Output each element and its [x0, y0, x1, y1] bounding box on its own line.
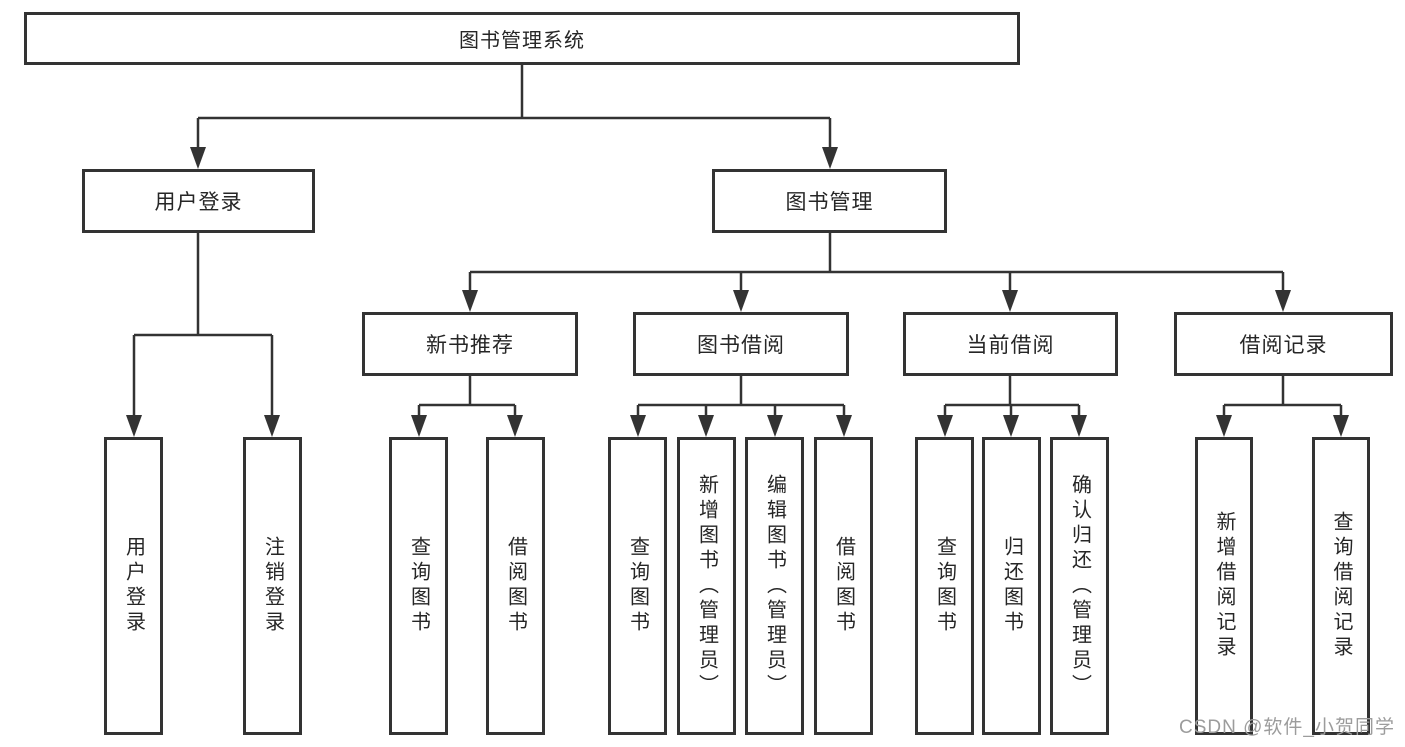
arrow-down-icons [126, 147, 1349, 437]
leaf-confirm-return-admin: 确认归还（管理员） [1050, 437, 1109, 735]
node-user-login: 用户登录 [82, 169, 315, 233]
leaf-label: 用户登录 [122, 536, 145, 636]
csdn-watermark: CSDN @软件_小贺同学 [1179, 717, 1395, 738]
leaf-label: 编辑图书（管理员） [763, 473, 786, 699]
leaf-label: 查询图书 [933, 536, 956, 636]
leaf-query-books-newbook: 查询图书 [389, 437, 448, 735]
leaf-edit-books-admin: 编辑图书（管理员） [745, 437, 804, 735]
node-current-borrow: 当前借阅 [903, 312, 1118, 376]
leaf-query-books-current: 查询图书 [915, 437, 974, 735]
leaf-user-login: 用户登录 [104, 437, 163, 735]
leaf-add-books-admin: 新增图书（管理员） [677, 437, 736, 735]
leaf-query-borrow-record: 查询借阅记录 [1312, 437, 1370, 735]
leaf-label: 查询图书 [626, 536, 649, 636]
leaf-add-borrow-record: 新增借阅记录 [1195, 437, 1253, 735]
leaf-return-books: 归还图书 [982, 437, 1041, 735]
node-book-borrow: 图书借阅 [633, 312, 849, 376]
leaf-borrow-books: 借阅图书 [814, 437, 873, 735]
node-new-book-recommend: 新书推荐 [362, 312, 578, 376]
leaf-label: 注销登录 [261, 536, 284, 636]
leaf-label: 新增借阅记录 [1213, 511, 1235, 661]
leaf-logout: 注销登录 [243, 437, 302, 735]
leaf-label: 借阅图书 [504, 536, 527, 636]
leaf-label: 借阅图书 [832, 536, 855, 636]
leaf-label: 查询借阅记录 [1330, 511, 1352, 661]
node-borrow-record: 借阅记录 [1174, 312, 1393, 376]
leaf-borrow-books-newbook: 借阅图书 [486, 437, 545, 735]
leaf-label: 确认归还（管理员） [1068, 473, 1091, 699]
node-book-management: 图书管理 [712, 169, 947, 233]
leaf-label: 新增图书（管理员） [695, 473, 718, 699]
leaf-label: 归还图书 [1000, 536, 1023, 636]
leaf-query-books-borrow: 查询图书 [608, 437, 667, 735]
node-library-management-system: 图书管理系统 [24, 12, 1020, 65]
leaf-label: 查询图书 [407, 536, 430, 636]
